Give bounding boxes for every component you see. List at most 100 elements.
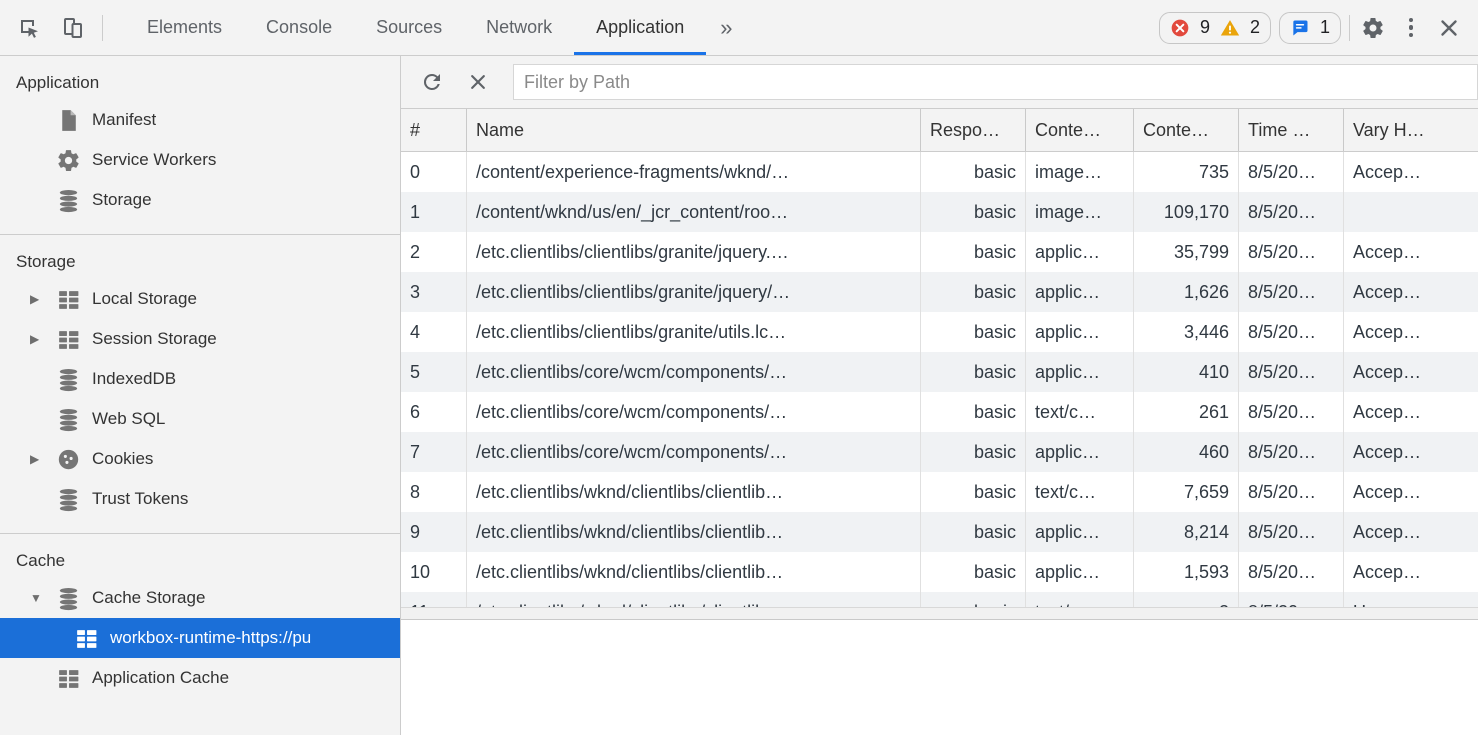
table-row[interactable]: 7/etc.clientlibs/core/wcm/components/…ba… — [401, 432, 1478, 472]
column-header-content_length[interactable]: Conte… — [1134, 109, 1239, 151]
cell-time_cached: 8/5/20… — [1239, 472, 1344, 512]
tab-elements[interactable]: Elements — [147, 17, 223, 37]
warning-icon — [1220, 19, 1240, 35]
expand-arrow-icon[interactable]: ▶ — [30, 452, 40, 466]
table-row[interactable]: 3/etc.clientlibs/clientlibs/granite/jque… — [401, 272, 1478, 312]
refresh-button[interactable] — [415, 65, 449, 99]
column-header-response_type[interactable]: Respo… — [921, 109, 1026, 151]
cell-number: 1 — [401, 192, 467, 232]
sidebar-item-service-workers[interactable]: Service Workers — [0, 140, 400, 180]
cell-vary_header: Accep… — [1353, 282, 1422, 302]
cell-number: 10 — [401, 552, 467, 592]
table-row[interactable]: 1/content/wknd/us/en/_jcr_content/roo…ba… — [401, 192, 1478, 232]
table-row[interactable]: 0/content/experience-fragments/wknd/…bas… — [401, 152, 1478, 192]
database-icon — [59, 189, 78, 212]
cell-response_type: basic — [921, 232, 1026, 272]
cell-vary_header: U… — [1344, 592, 1478, 607]
cell-name: /etc.clientlibs/clientlibs/granite/jquer… — [467, 232, 921, 272]
console-issues-badge[interactable]: 9 2 — [1158, 11, 1271, 44]
cell-name: /etc.clientlibs/wknd/clientlibs/clientli… — [467, 472, 921, 512]
sidebar-item-trust-tokens[interactable]: Trust Tokens — [0, 479, 400, 519]
gear-icon — [58, 149, 79, 171]
cell-content_length: 261 — [1134, 392, 1239, 432]
cell-content_length: 8,214 — [1134, 512, 1239, 552]
table-row[interactable]: 2/etc.clientlibs/clientlibs/granite/jque… — [401, 232, 1478, 272]
cell-vary_header: Accep… — [1353, 562, 1422, 582]
cell-time_cached: 8/5/20… — [1239, 552, 1344, 592]
sidebar-item-cache-storage[interactable]: ▼ Cache Storage — [0, 578, 400, 618]
sidebar-item-application-cache[interactable]: Application Cache — [0, 658, 400, 698]
database-icon — [59, 408, 78, 431]
device-toolbar-button[interactable] — [58, 13, 88, 43]
table-row[interactable]: 10/etc.clientlibs/wknd/clientlibs/client… — [401, 552, 1478, 592]
sidebar-item-label: Application Cache — [92, 668, 230, 687]
cell-content_type: applic… — [1026, 232, 1134, 272]
cell-vary_header: Accep… — [1353, 362, 1422, 382]
application-sidebar: Application Manifest Service Workers Sto… — [0, 56, 401, 735]
cell-time_cached: 8/5/20… — [1239, 352, 1344, 392]
cell-content_type: text/c… — [1026, 392, 1134, 432]
cell-number: 3 — [401, 272, 467, 312]
expand-arrow-icon[interactable]: ▶ — [30, 292, 40, 306]
sidebar-item-session-storage[interactable]: ▶ Session Storage — [0, 319, 400, 359]
sidebar-item-label: Service Workers — [92, 150, 217, 169]
column-header-number[interactable]: # — [401, 109, 467, 151]
tab-application[interactable]: Application — [574, 0, 707, 55]
cell-time_cached: 8/5/20… — [1239, 392, 1344, 432]
cell-time_cached: 8/5/20… — [1239, 232, 1344, 272]
cell-content_length: 35,799 — [1134, 232, 1239, 272]
inspect-element-button[interactable] — [14, 13, 44, 43]
sidebar-item-web-sql[interactable]: Web SQL — [0, 399, 400, 439]
sidebar-item-label: Manifest — [92, 110, 157, 129]
cell-content_length: 460 — [1134, 432, 1239, 472]
device-toolbar-icon — [64, 17, 82, 38]
cell-name: /etc.clientlibs/clientlibs/granite/utils… — [467, 312, 921, 352]
cell-time_cached: 8/5/20… — [1239, 432, 1344, 472]
more-tabs-button[interactable]: » — [720, 14, 733, 40]
table-row[interactable]: 11/etc.clientlibs/wknd/clientlibs/client… — [401, 592, 1478, 607]
sidebar-item-workbox-runtime-cache[interactable]: workbox-runtime-https://pu — [0, 618, 400, 658]
cell-response_type: basic — [921, 152, 1026, 192]
collapse-arrow-icon[interactable]: ▼ — [30, 591, 42, 605]
cell-number: 8 — [401, 472, 467, 512]
cell-content_type: applic… — [1026, 512, 1134, 552]
table-row[interactable]: 9/etc.clientlibs/wknd/clientlibs/clientl… — [401, 512, 1478, 552]
cell-content_length: 1,626 — [1134, 272, 1239, 312]
customize-menu-button[interactable] — [1396, 13, 1426, 43]
section-title: Cache — [16, 551, 66, 570]
table-row[interactable]: 5/etc.clientlibs/core/wcm/components/…ba… — [401, 352, 1478, 392]
cell-response_type: basic — [921, 512, 1026, 552]
horizontal-scrollbar[interactable] — [401, 607, 1478, 620]
column-header-content_type[interactable]: Conte… — [1026, 109, 1134, 151]
close-devtools-button[interactable] — [1434, 13, 1464, 43]
sidebar-item-label: Session Storage — [92, 329, 217, 348]
tab-network[interactable]: Network — [486, 17, 553, 37]
devtools-tab-bar: Elements Console Sources Network Applica… — [0, 0, 1478, 56]
sidebar-item-storage[interactable]: Storage — [0, 180, 400, 220]
messages-badge[interactable]: 1 — [1278, 11, 1341, 44]
cell-response_type: basic — [921, 352, 1026, 392]
sidebar-section-storage: Storage ▶ Local Storage ▶ Session Storag… — [0, 235, 400, 534]
column-header-vary_header[interactable]: Vary H… — [1344, 109, 1478, 151]
cell-content_length: 7,659 — [1134, 472, 1239, 512]
sidebar-item-indexeddb[interactable]: IndexedDB — [0, 359, 400, 399]
column-header-name[interactable]: Name — [467, 109, 921, 151]
column-header-time_cached[interactable]: Time … — [1239, 109, 1344, 151]
sidebar-item-cookies[interactable]: ▶ Cookies — [0, 439, 400, 479]
table-row[interactable]: 4/etc.clientlibs/clientlibs/granite/util… — [401, 312, 1478, 352]
settings-button[interactable] — [1358, 13, 1388, 43]
cell-number: 5 — [401, 352, 467, 392]
sidebar-item-manifest[interactable]: Manifest — [0, 100, 400, 140]
clear-button[interactable] — [461, 65, 495, 99]
tab-console[interactable]: Console — [266, 17, 333, 37]
sidebar-item-local-storage[interactable]: ▶ Local Storage — [0, 279, 400, 319]
sidebar-item-label: Cookies — [92, 449, 154, 468]
cell-content_length: 1,593 — [1134, 552, 1239, 592]
table-row[interactable]: 6/etc.clientlibs/core/wcm/components/…ba… — [401, 392, 1478, 432]
expand-arrow-icon[interactable]: ▶ — [30, 332, 40, 346]
tab-sources[interactable]: Sources — [376, 17, 443, 37]
table-row[interactable]: 8/etc.clientlibs/wknd/clientlibs/clientl… — [401, 472, 1478, 512]
database-icon — [59, 587, 78, 610]
filter-by-path-input[interactable] — [513, 64, 1478, 100]
